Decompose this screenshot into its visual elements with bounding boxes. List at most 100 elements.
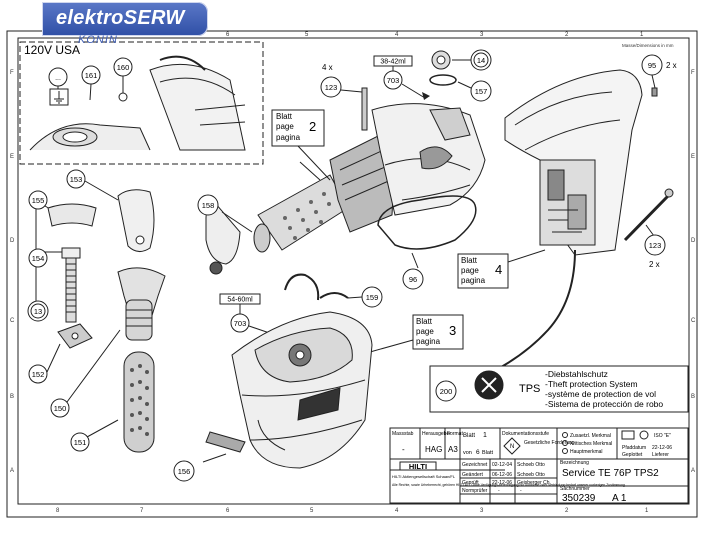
callout-95: 95: [648, 61, 656, 70]
page-ref-4: Blatt page pagina 4: [457, 249, 546, 289]
tb-gepr-name: Geisberger Ch.: [517, 480, 551, 486]
page-ref-line: page: [416, 327, 434, 336]
page-ref-line: pagina: [461, 276, 486, 285]
callout-inset-dots: ...: [55, 75, 61, 82]
frame-col-bottom: 7: [140, 508, 144, 514]
watermark-banner: [42, 2, 208, 36]
grease-38-42ml: 38-42ml: [380, 59, 406, 66]
page-ref-line: Blatt: [461, 256, 478, 265]
tb-von-num: 6: [476, 449, 480, 456]
frame-col-bottom: 5: [310, 508, 314, 514]
page-ref-2: Blatt page pagina 2: [271, 109, 331, 181]
tps-info-box: 200 TPS -Diebstahlschutz -Theft protecti…: [429, 365, 689, 413]
callout-150: 150: [54, 404, 67, 413]
frame-col-bottom: 4: [395, 508, 399, 514]
tps-line: -système de protection de vol: [545, 389, 656, 399]
frame-row-left: F: [10, 70, 14, 76]
tb-norm2-val: -: [498, 488, 500, 494]
ground-symbol-icon: [54, 91, 64, 104]
tb-geae: Geändert: [462, 472, 483, 478]
tps-line: -Diebstahlschutz: [545, 369, 608, 379]
frame-col-bottom: 1: [645, 508, 649, 514]
tb-hag: HAG: [425, 445, 442, 454]
qty-2x-right: 2 x: [649, 260, 660, 269]
tb-zus: Zusaetzl. Merkmal: [570, 433, 611, 439]
page-ref-line: Blatt: [416, 317, 433, 326]
callout-155: 155: [32, 196, 45, 205]
tb-massstab-val: -: [402, 445, 405, 454]
tps-line: -Theft protection System: [545, 379, 638, 389]
callout-200: 200: [440, 387, 453, 396]
frame-row-right: F: [691, 70, 695, 76]
page-ref-line: page: [276, 122, 294, 131]
page-ref-number: 3: [449, 323, 456, 338]
frame-col-bottom: 3: [480, 508, 484, 514]
callout-161: 161: [85, 71, 98, 80]
tb-format: Format: [447, 431, 463, 437]
tb-title: Service TE 76P TPS2: [562, 468, 659, 479]
tb-gepl-val: Lieferer: [652, 452, 669, 458]
frame-row-left: B: [10, 394, 14, 400]
frame-col-top: 1: [640, 32, 644, 38]
inset-voltage: 120V USA: [24, 43, 80, 57]
frame-row-left: D: [10, 238, 15, 244]
callout-14: 14: [477, 56, 485, 65]
projection-symbol-icon: [621, 430, 635, 440]
handle-assembly: 95 2 x 123 2 x: [491, 54, 677, 373]
frame-row-right: D: [691, 238, 696, 244]
tb-gepr-date: 22-12-06: [492, 480, 512, 486]
callout-151: 151: [74, 438, 87, 447]
frame-row-right: E: [691, 154, 695, 160]
scale-note: Masse/Dimensions in mm: [622, 43, 674, 48]
tb-geae-name: Schoeb Otto: [517, 472, 545, 478]
gearbox-housing: 159 54-60ml 703 156: [173, 273, 383, 482]
tb-a3: A3: [448, 445, 458, 454]
frame-col-top: 6: [226, 32, 230, 38]
frame-row-left: E: [10, 154, 14, 160]
tb-gepl: Geplottet: [622, 452, 643, 458]
grease-54-60ml: 54-60ml: [227, 297, 253, 304]
callout-123-right: 123: [649, 241, 662, 250]
title-block: Massstab Herausgeber Format Blatt 1 Doku…: [389, 427, 689, 504]
tb-norm-n: N: [510, 444, 514, 450]
watermark-brand: elektroSERW: [56, 7, 185, 29]
callout-152: 152: [32, 370, 45, 379]
page-ref-line: page: [461, 266, 479, 275]
tb-blatt: Blatt: [463, 433, 475, 439]
tb-gepr: Geprüft: [462, 480, 479, 486]
tps-line: -Sistema de protección de robo: [545, 399, 663, 409]
callout-158: 158: [202, 201, 215, 210]
qty-2x-top: 2 x: [666, 61, 677, 70]
callout-160: 160: [117, 63, 130, 72]
tb-blatt-num: 1: [483, 432, 487, 439]
tb-company: HILTI Aktiengesellschaft Schaan/FL: [392, 474, 456, 479]
tb-pfd-val: 22-12-06: [652, 445, 672, 451]
norm-diamond-icon: [503, 437, 521, 455]
frame-col-top: 4: [395, 32, 399, 38]
tb-dok: Dokumentationsstufe: [502, 431, 549, 437]
frame-col-bottom: 8: [56, 508, 60, 514]
tb-iso: ISO "E": [654, 433, 671, 439]
callout-159: 159: [366, 293, 379, 302]
frame-col-top: 3: [480, 32, 484, 38]
callout-96: 96: [409, 275, 417, 284]
tb-sach: Sachnummer: [560, 486, 590, 492]
inset-120v-detail: 120V USA ... 161 160: [19, 41, 264, 165]
frame-row-left: C: [10, 318, 15, 324]
frame-col-bottom: 6: [226, 508, 230, 514]
tb-legal: Alle Rechte, sowie Urheberrecht, gehören…: [392, 483, 625, 487]
frame-row-right: C: [691, 318, 696, 324]
tb-blatt2: Blatt: [482, 450, 493, 456]
frame-col-bottom: 2: [565, 508, 569, 514]
frame-row-right: B: [691, 394, 695, 400]
qty-4x: 4 x: [322, 63, 333, 72]
tb-gez: Gezeichnet: [462, 462, 488, 468]
hammer-housing-assembly: 158 96: [197, 103, 486, 290]
callout-154: 154: [32, 254, 45, 263]
tb-number: 350239: [562, 493, 596, 504]
hilti-logo: HILTI: [409, 462, 427, 471]
page-ref-3: Blatt page pagina 3: [369, 314, 464, 353]
callout-153: 153: [70, 175, 83, 184]
tb-rev: A 1: [612, 493, 627, 504]
